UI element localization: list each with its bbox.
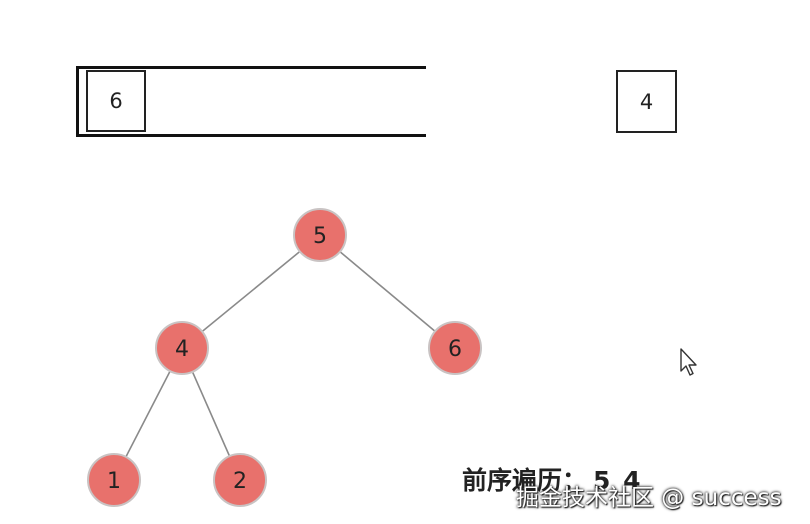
tree-node: 4 xyxy=(155,321,209,375)
traversal-label: 前序遍历： xyxy=(462,466,588,495)
tree-node-label: 4 xyxy=(175,337,189,362)
tree-node-circle xyxy=(155,321,209,375)
tree-node: 1 xyxy=(87,453,141,507)
watermark: 掘金技术社区 @ success xyxy=(516,485,782,511)
stack-item-label: 6 xyxy=(109,89,123,113)
current-node-box: 4 xyxy=(616,70,677,133)
tree-node: 6 xyxy=(428,321,482,375)
tree-node: 2 xyxy=(213,453,267,507)
stack-item: 6 xyxy=(86,70,146,132)
tree-node-circle xyxy=(87,453,141,507)
stack-bottom-border xyxy=(76,134,426,137)
stack-container: 6 xyxy=(76,64,426,138)
current-node-label: 4 xyxy=(639,89,654,114)
tree-edge-n5-n4 xyxy=(181,234,321,349)
traversal-values: 5 4 xyxy=(593,466,643,495)
tree-node-circle xyxy=(213,453,267,507)
preorder-traversal: 前序遍历：5 4 xyxy=(462,461,643,497)
tree-node-label: 5 xyxy=(313,224,327,249)
tree-node-label: 1 xyxy=(107,469,121,494)
tree-node-label: 6 xyxy=(448,337,462,362)
tree-edge-n5-n6 xyxy=(319,234,456,349)
stack-left-border xyxy=(76,66,79,137)
tree-node: 5 xyxy=(293,208,347,262)
tree-node-circle xyxy=(293,208,347,262)
tree-nodes: 5 4 6 1 2 xyxy=(87,208,482,507)
tree-node-circle xyxy=(428,321,482,375)
mouse-pointer-icon xyxy=(680,348,697,376)
stack-top-border xyxy=(76,66,426,69)
tree-node-label: 2 xyxy=(233,469,247,494)
